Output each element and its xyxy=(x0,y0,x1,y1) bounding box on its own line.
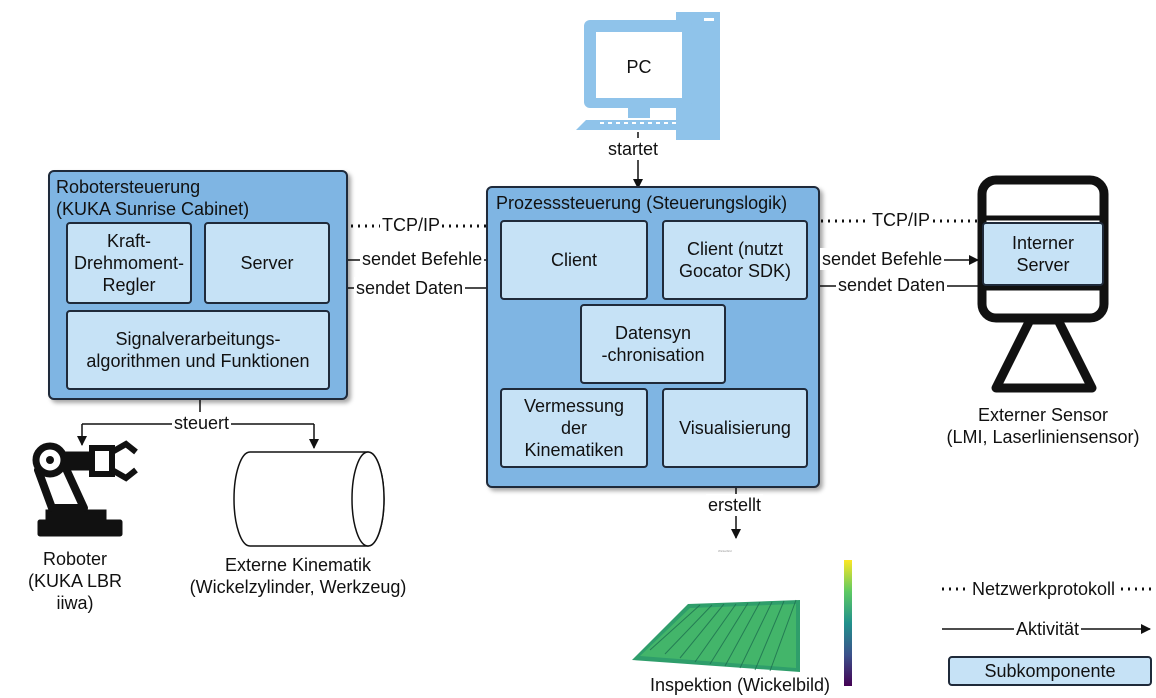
erstellt-label: erstellt xyxy=(706,494,764,516)
kraft-regler-box: Kraft- Drehmoment- Regler xyxy=(66,222,192,304)
colorbar xyxy=(844,560,852,686)
robot-arm-icon xyxy=(32,440,138,537)
sendet-befehle-right-label: sendet Befehle xyxy=(820,248,945,270)
vermessung-box: Vermessung der Kinematiken xyxy=(500,388,648,468)
pc-label: PC xyxy=(626,57,652,77)
server-box: Server xyxy=(204,222,330,304)
sendet-daten-right-label: sendet Daten xyxy=(836,274,948,296)
legend-activity-label: Aktivität xyxy=(1014,618,1082,640)
cylinder-icon xyxy=(233,451,385,547)
svg-text:Wickelbild: Wickelbild xyxy=(718,549,732,553)
legend-subkomponente-box: Subkomponente xyxy=(948,656,1152,686)
signalverarbeitung-box: Signalverarbeitungs- algorithmen und Fun… xyxy=(66,310,330,390)
roboter-caption: Roboter (KUKA LBR iiwa) xyxy=(27,549,123,613)
interner-server-box: Interner Server xyxy=(982,222,1104,286)
client-gocator-box: Client (nutzt Gocator SDK) xyxy=(662,220,808,300)
tcpip-right-label: TCP/IP xyxy=(870,209,933,231)
startet-label: startet xyxy=(606,138,661,160)
datensynchronisation-box: Datensyn -chronisation xyxy=(580,304,726,384)
inspection-image: Wickelbild xyxy=(632,549,800,672)
pc-icon xyxy=(576,12,720,140)
client-box: Client xyxy=(500,220,648,300)
sendet-daten-left-label: sendet Daten xyxy=(354,277,466,299)
visualisierung-box: Visualisierung xyxy=(662,388,808,468)
legend-network-label: Netzwerkprotokoll xyxy=(970,578,1118,600)
kinematik-caption: Externe Kinematik (Wickelzylinder, Werkz… xyxy=(189,555,407,597)
tcpip-left-label: TCP/IP xyxy=(380,214,443,236)
steuert-label: steuert xyxy=(172,412,232,434)
prozesssteuerung-title: Prozesssteuerung (Steuerungslogik) xyxy=(496,193,788,213)
inspektion-caption: Inspektion (Wickelbild) xyxy=(649,675,831,695)
sendet-befehle-left-label: sendet Befehle xyxy=(360,248,485,270)
robotersteuerung-title: Robotersteuerung (KUKA Sunrise Cabinet) xyxy=(56,177,250,219)
sensor-caption: Externer Sensor (LMI, Laserliniensensor) xyxy=(946,405,1140,447)
